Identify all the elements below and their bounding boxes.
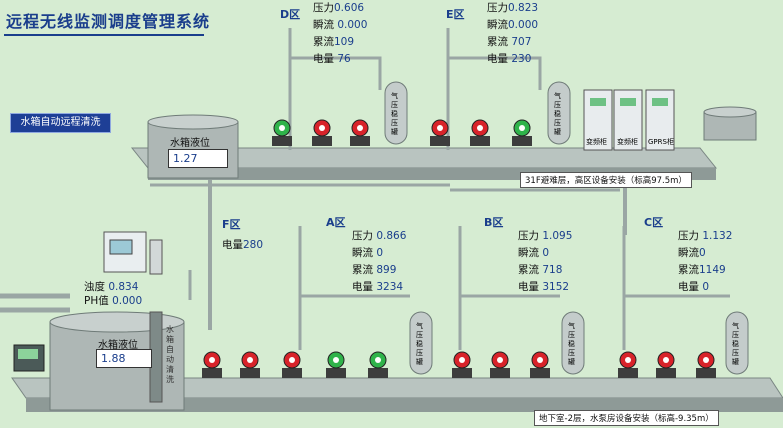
zone-b-cumulative: 718 xyxy=(542,264,563,276)
lower-pump-10 xyxy=(656,351,676,378)
lower-pump-4 xyxy=(326,351,346,378)
zone-d-cumulative: 109 xyxy=(334,36,355,48)
tank-text-2: 气压稳压罐 xyxy=(554,92,561,136)
remote-clean-button[interactable]: 水箱自动远程清洗 xyxy=(10,113,111,133)
zone-c-power: 0 xyxy=(702,281,710,293)
control-cabinets xyxy=(583,89,675,151)
lower-pump-7 xyxy=(490,351,510,378)
zone-c-instant: 0 xyxy=(699,247,706,259)
lower-pump-3 xyxy=(282,351,302,378)
zone-c-pressure: 1.132 xyxy=(702,230,733,242)
tank-text-4: 气压稳压罐 xyxy=(568,322,575,366)
zone-a-label: A区 xyxy=(326,216,346,229)
zone-e-power: 230 xyxy=(511,53,532,65)
lower-pump-8 xyxy=(530,351,550,378)
zone-e-stats: 压力0.823 瞬流0.000 累流 707 电量 230 xyxy=(487,2,539,65)
lower-pump-6 xyxy=(452,351,472,378)
zone-e-instant: 0.000 xyxy=(508,19,539,31)
zone-b-label: B区 xyxy=(484,216,504,229)
water-quality-stats: 浊度 0.834 PH值 0.000 xyxy=(84,281,143,307)
zone-e-label: E区 xyxy=(446,8,465,21)
zone-f-power: 280 xyxy=(243,239,264,251)
zone-e-pressure: 0.823 xyxy=(508,2,539,14)
upper-pump-3 xyxy=(350,119,370,146)
zone-a-pressure: 0.866 xyxy=(376,230,407,242)
upper-pump-4 xyxy=(430,119,450,146)
zone-f-label: F区 xyxy=(222,218,241,231)
turbidity-value: 0.834 xyxy=(108,281,139,293)
lower-pump-9 xyxy=(618,351,638,378)
ph-value: 0.000 xyxy=(112,295,143,307)
upper-floor-note: 31F避难层，高区设备安装（标高97.5m） xyxy=(520,172,692,188)
lower-pump-5 xyxy=(368,351,388,378)
zone-c-stats: 压力 1.132 瞬流0 累流1149 电量 0 xyxy=(678,230,733,293)
zone-e-cumulative: 707 xyxy=(511,36,532,48)
lower-pump-1 xyxy=(202,351,222,378)
zone-d-label: D区 xyxy=(280,8,301,21)
lower-platform xyxy=(11,377,783,399)
cabinet-label-gprs: GPRS柜 xyxy=(648,138,674,146)
zone-b-pressure: 1.095 xyxy=(542,230,573,242)
zone-c-cumulative: 1149 xyxy=(699,264,726,276)
zone-f-stats: 电量280 xyxy=(222,239,264,251)
upper-tank-label: 水箱液位 xyxy=(170,138,210,149)
zone-a-cumulative: 899 xyxy=(376,264,397,276)
zone-a-power: 3234 xyxy=(376,281,404,293)
lower-pump-2 xyxy=(240,351,260,378)
title-underline xyxy=(4,34,204,36)
tank-text-5: 气压稳压罐 xyxy=(732,322,739,366)
lower-tank-level: 1.88 xyxy=(96,349,152,368)
upper-tank-level: 1.27 xyxy=(168,149,228,168)
lower-platform-front xyxy=(26,398,783,412)
lower-pump-11 xyxy=(696,351,716,378)
lower-floor-note: 地下室-2层，水泵房设备安装（标高-9.35m） xyxy=(534,410,719,426)
lower-tank-vertical-label: 水箱自动清洗 xyxy=(166,325,174,384)
zone-a-stats: 压力 0.866 瞬流 0 累流 899 电量 3234 xyxy=(352,230,407,293)
tank-text-1: 气压稳压罐 xyxy=(391,92,398,136)
zone-d-power: 76 xyxy=(337,53,351,65)
upper-pump-6 xyxy=(512,119,532,146)
zone-a-instant: 0 xyxy=(376,247,384,259)
zone-d-stats: 压力0.606 瞬流 0.000 累流109 电量 76 xyxy=(313,2,368,65)
tank-text-3: 气压稳压罐 xyxy=(416,322,423,366)
cabinet-label-1: 变频柜 xyxy=(586,138,607,146)
zone-b-power: 3152 xyxy=(542,281,570,293)
stabilizer-tanks xyxy=(384,81,749,375)
upper-pump-2 xyxy=(312,119,332,146)
upper-pump-1 xyxy=(272,119,292,146)
upper-pump-5 xyxy=(470,119,490,146)
zone-d-instant: 0.000 xyxy=(337,19,368,31)
lower-tank-label: 水箱液位 xyxy=(98,340,138,351)
page-title: 远程无线监测调度管理系统 xyxy=(6,12,211,31)
zone-b-stats: 压力 1.095 瞬流 0 累流 718 电量 3152 xyxy=(518,230,573,293)
zone-b-instant: 0 xyxy=(542,247,550,259)
zone-c-label: C区 xyxy=(644,216,664,229)
cabinet-label-2: 变频柜 xyxy=(617,138,638,146)
zone-d-pressure: 0.606 xyxy=(334,2,365,14)
